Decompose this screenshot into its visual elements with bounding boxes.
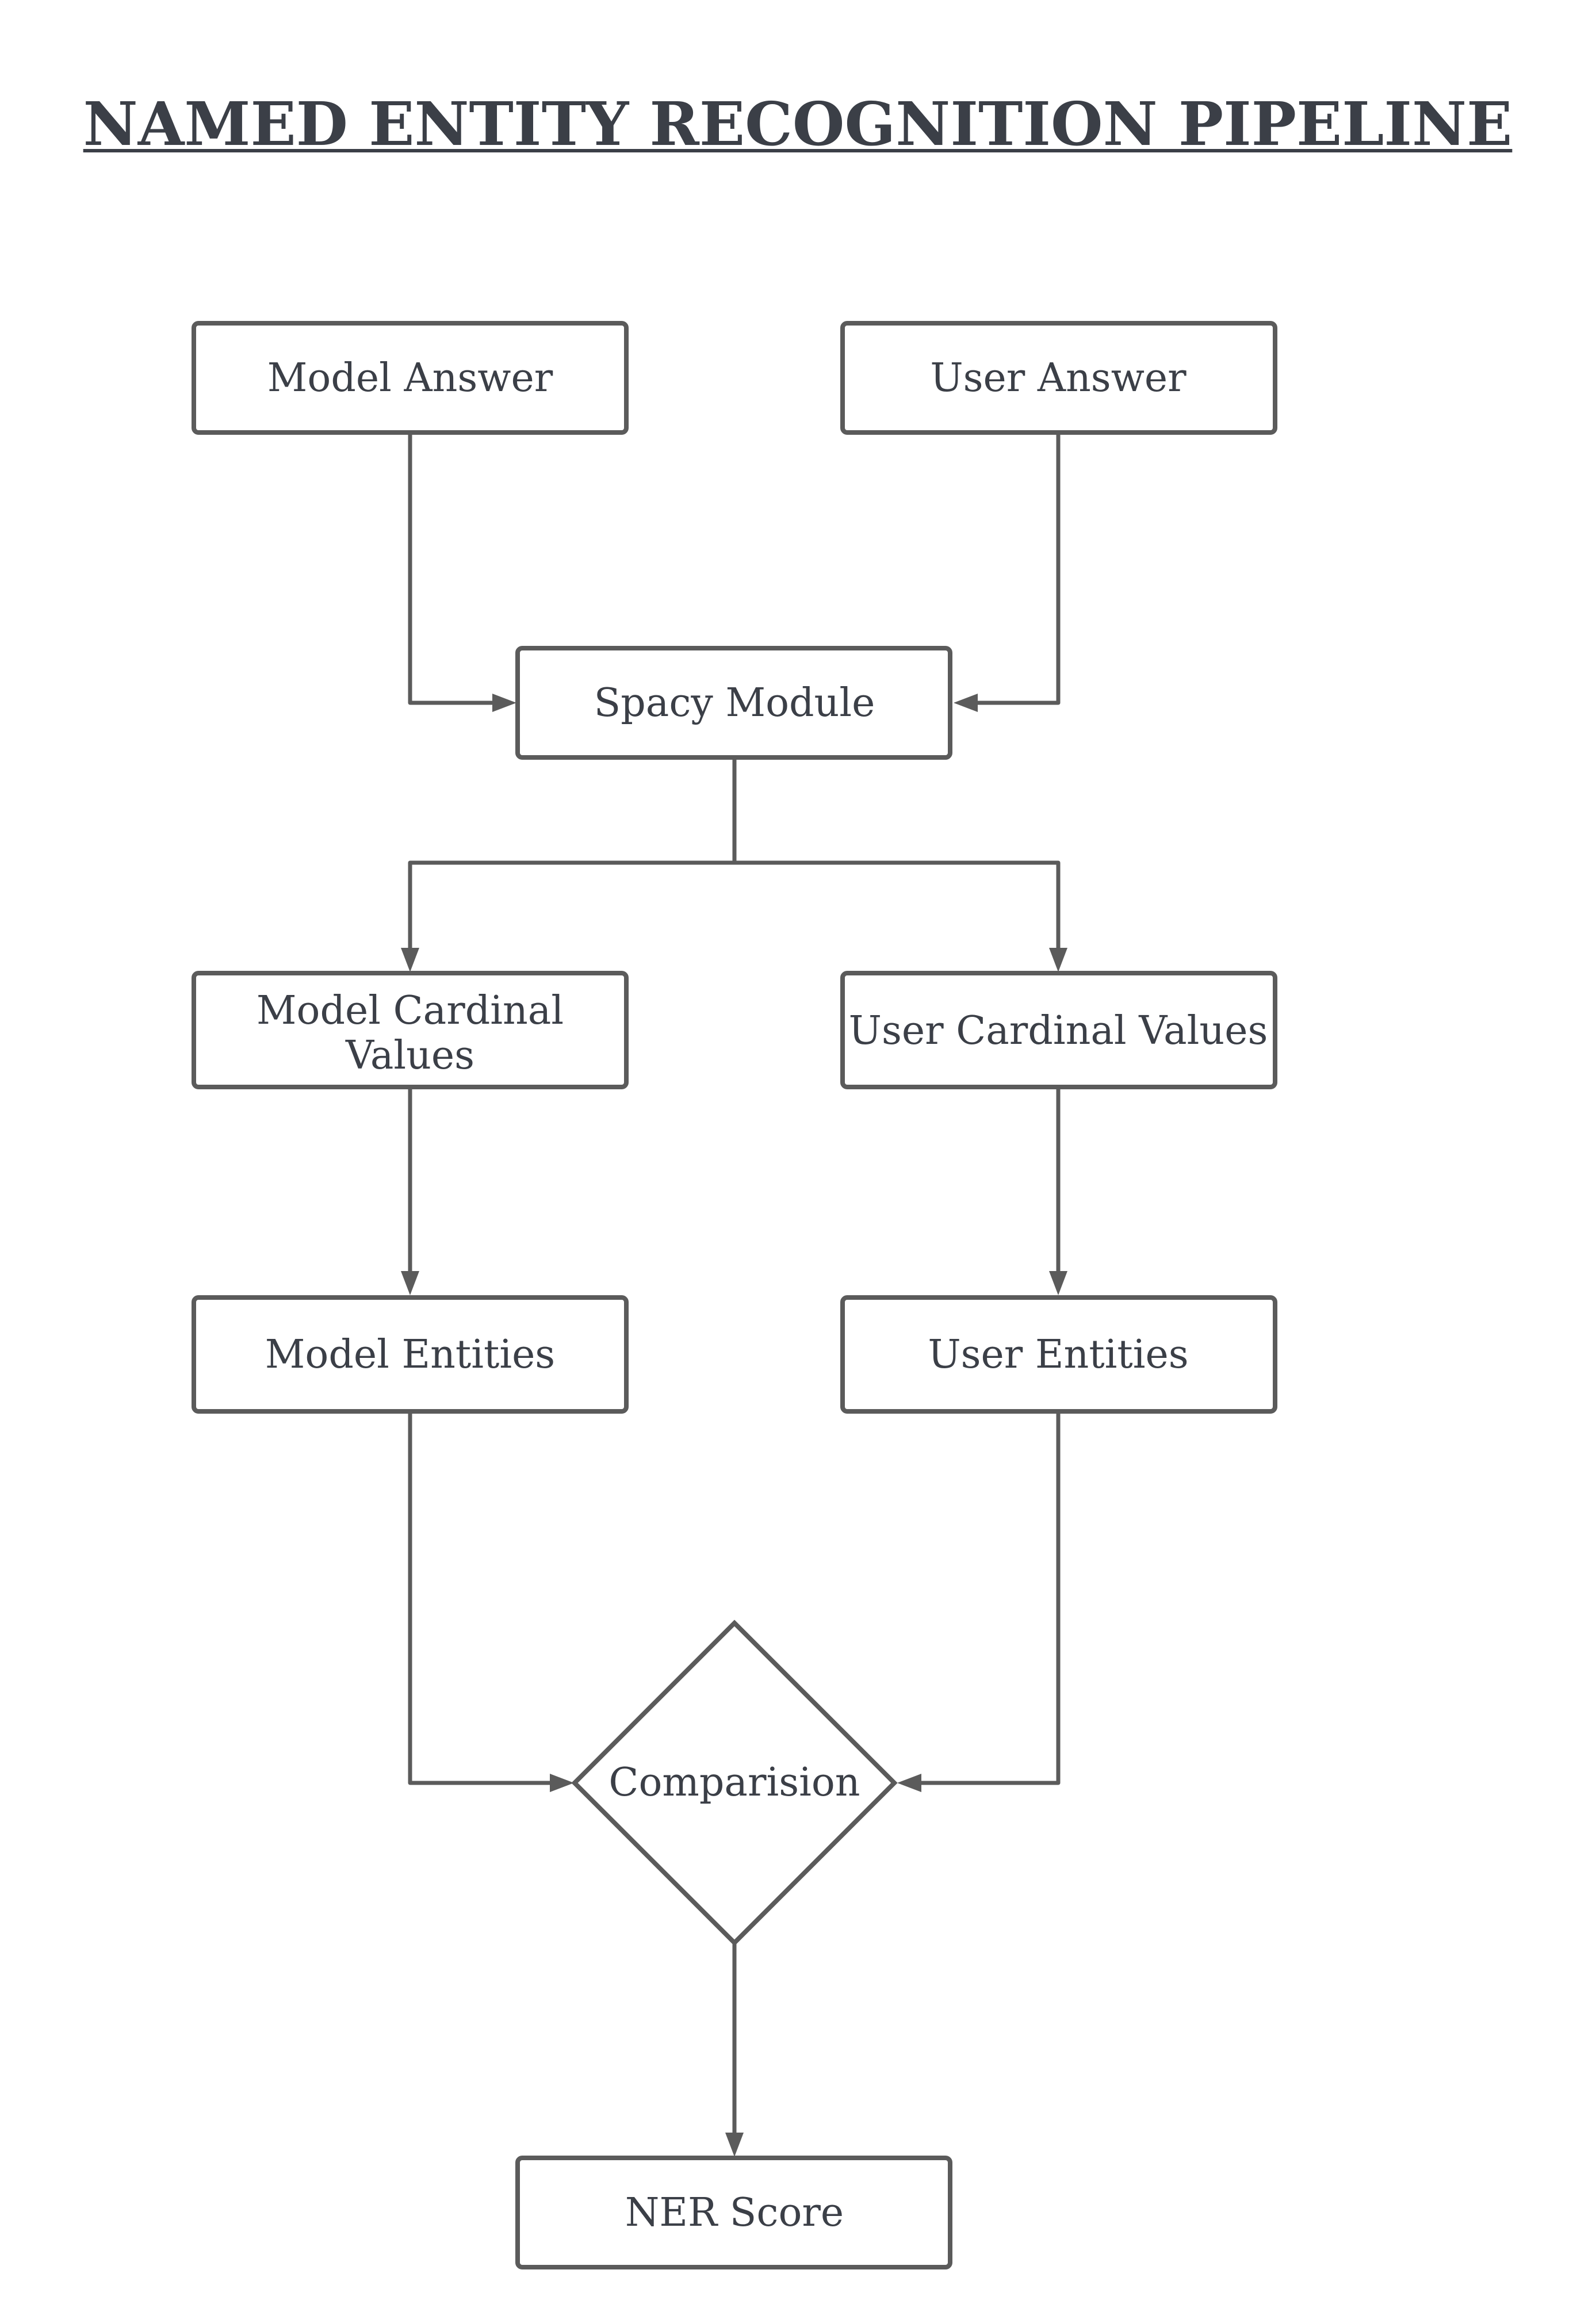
node-comparision-label: Comparision <box>608 1760 860 1805</box>
node-user-entities-label: User Entities <box>928 1332 1188 1377</box>
node-model-cardinal-values-label-line2: Values <box>345 1033 474 1078</box>
arrowhead-comparision-right <box>897 1774 921 1792</box>
node-model-cardinal-values: Model Cardinal Values <box>192 971 629 1089</box>
node-spacy-module-label: Spacy Module <box>594 680 875 726</box>
node-user-answer: User Answer <box>840 321 1277 435</box>
node-user-cardinal-values: User Cardinal Values <box>840 971 1277 1089</box>
arrowhead-model-cardinal <box>401 948 419 972</box>
edge-split-horizontal <box>408 860 1061 949</box>
edge-user-entities-to-comparision <box>920 1413 1061 1785</box>
node-comparision: Comparision <box>571 1620 898 1946</box>
arrowhead-model-entities <box>401 1271 419 1295</box>
arrowhead-spacy-left <box>492 694 516 712</box>
node-ner-score: NER Score <box>515 2156 952 2269</box>
node-model-answer: Model Answer <box>192 321 629 435</box>
arrowhead-comparision-left <box>550 1774 574 1792</box>
node-user-cardinal-values-label: User Cardinal Values <box>849 1008 1268 1054</box>
node-model-cardinal-values-label-line1: Model Cardinal <box>257 988 564 1034</box>
arrowhead-ner-score <box>725 2133 744 2157</box>
diagram-title: NAMED ENTITY RECOGNITION PIPELINE <box>83 89 1513 159</box>
node-user-answer-label: User Answer <box>930 355 1187 401</box>
node-model-answer-label: Model Answer <box>267 355 553 401</box>
arrowhead-user-cardinal <box>1049 948 1067 972</box>
title-text: NAMED ENTITY RECOGNITION PIPELINE <box>83 89 1513 159</box>
node-model-entities: Model Entities <box>192 1295 629 1414</box>
node-user-entities: User Entities <box>840 1295 1277 1414</box>
edge-model-entities-to-comparision <box>408 1413 551 1785</box>
edges <box>401 435 1067 2157</box>
node-ner-score-label: NER Score <box>625 2190 844 2236</box>
arrowhead-spacy-right <box>954 694 978 712</box>
arrowhead-user-entities <box>1049 1271 1067 1295</box>
edge-user-answer-to-spacy <box>977 435 1061 705</box>
node-spacy-module: Spacy Module <box>515 646 952 760</box>
edge-model-answer-to-spacy <box>408 435 495 705</box>
node-model-entities-label: Model Entities <box>265 1332 555 1377</box>
